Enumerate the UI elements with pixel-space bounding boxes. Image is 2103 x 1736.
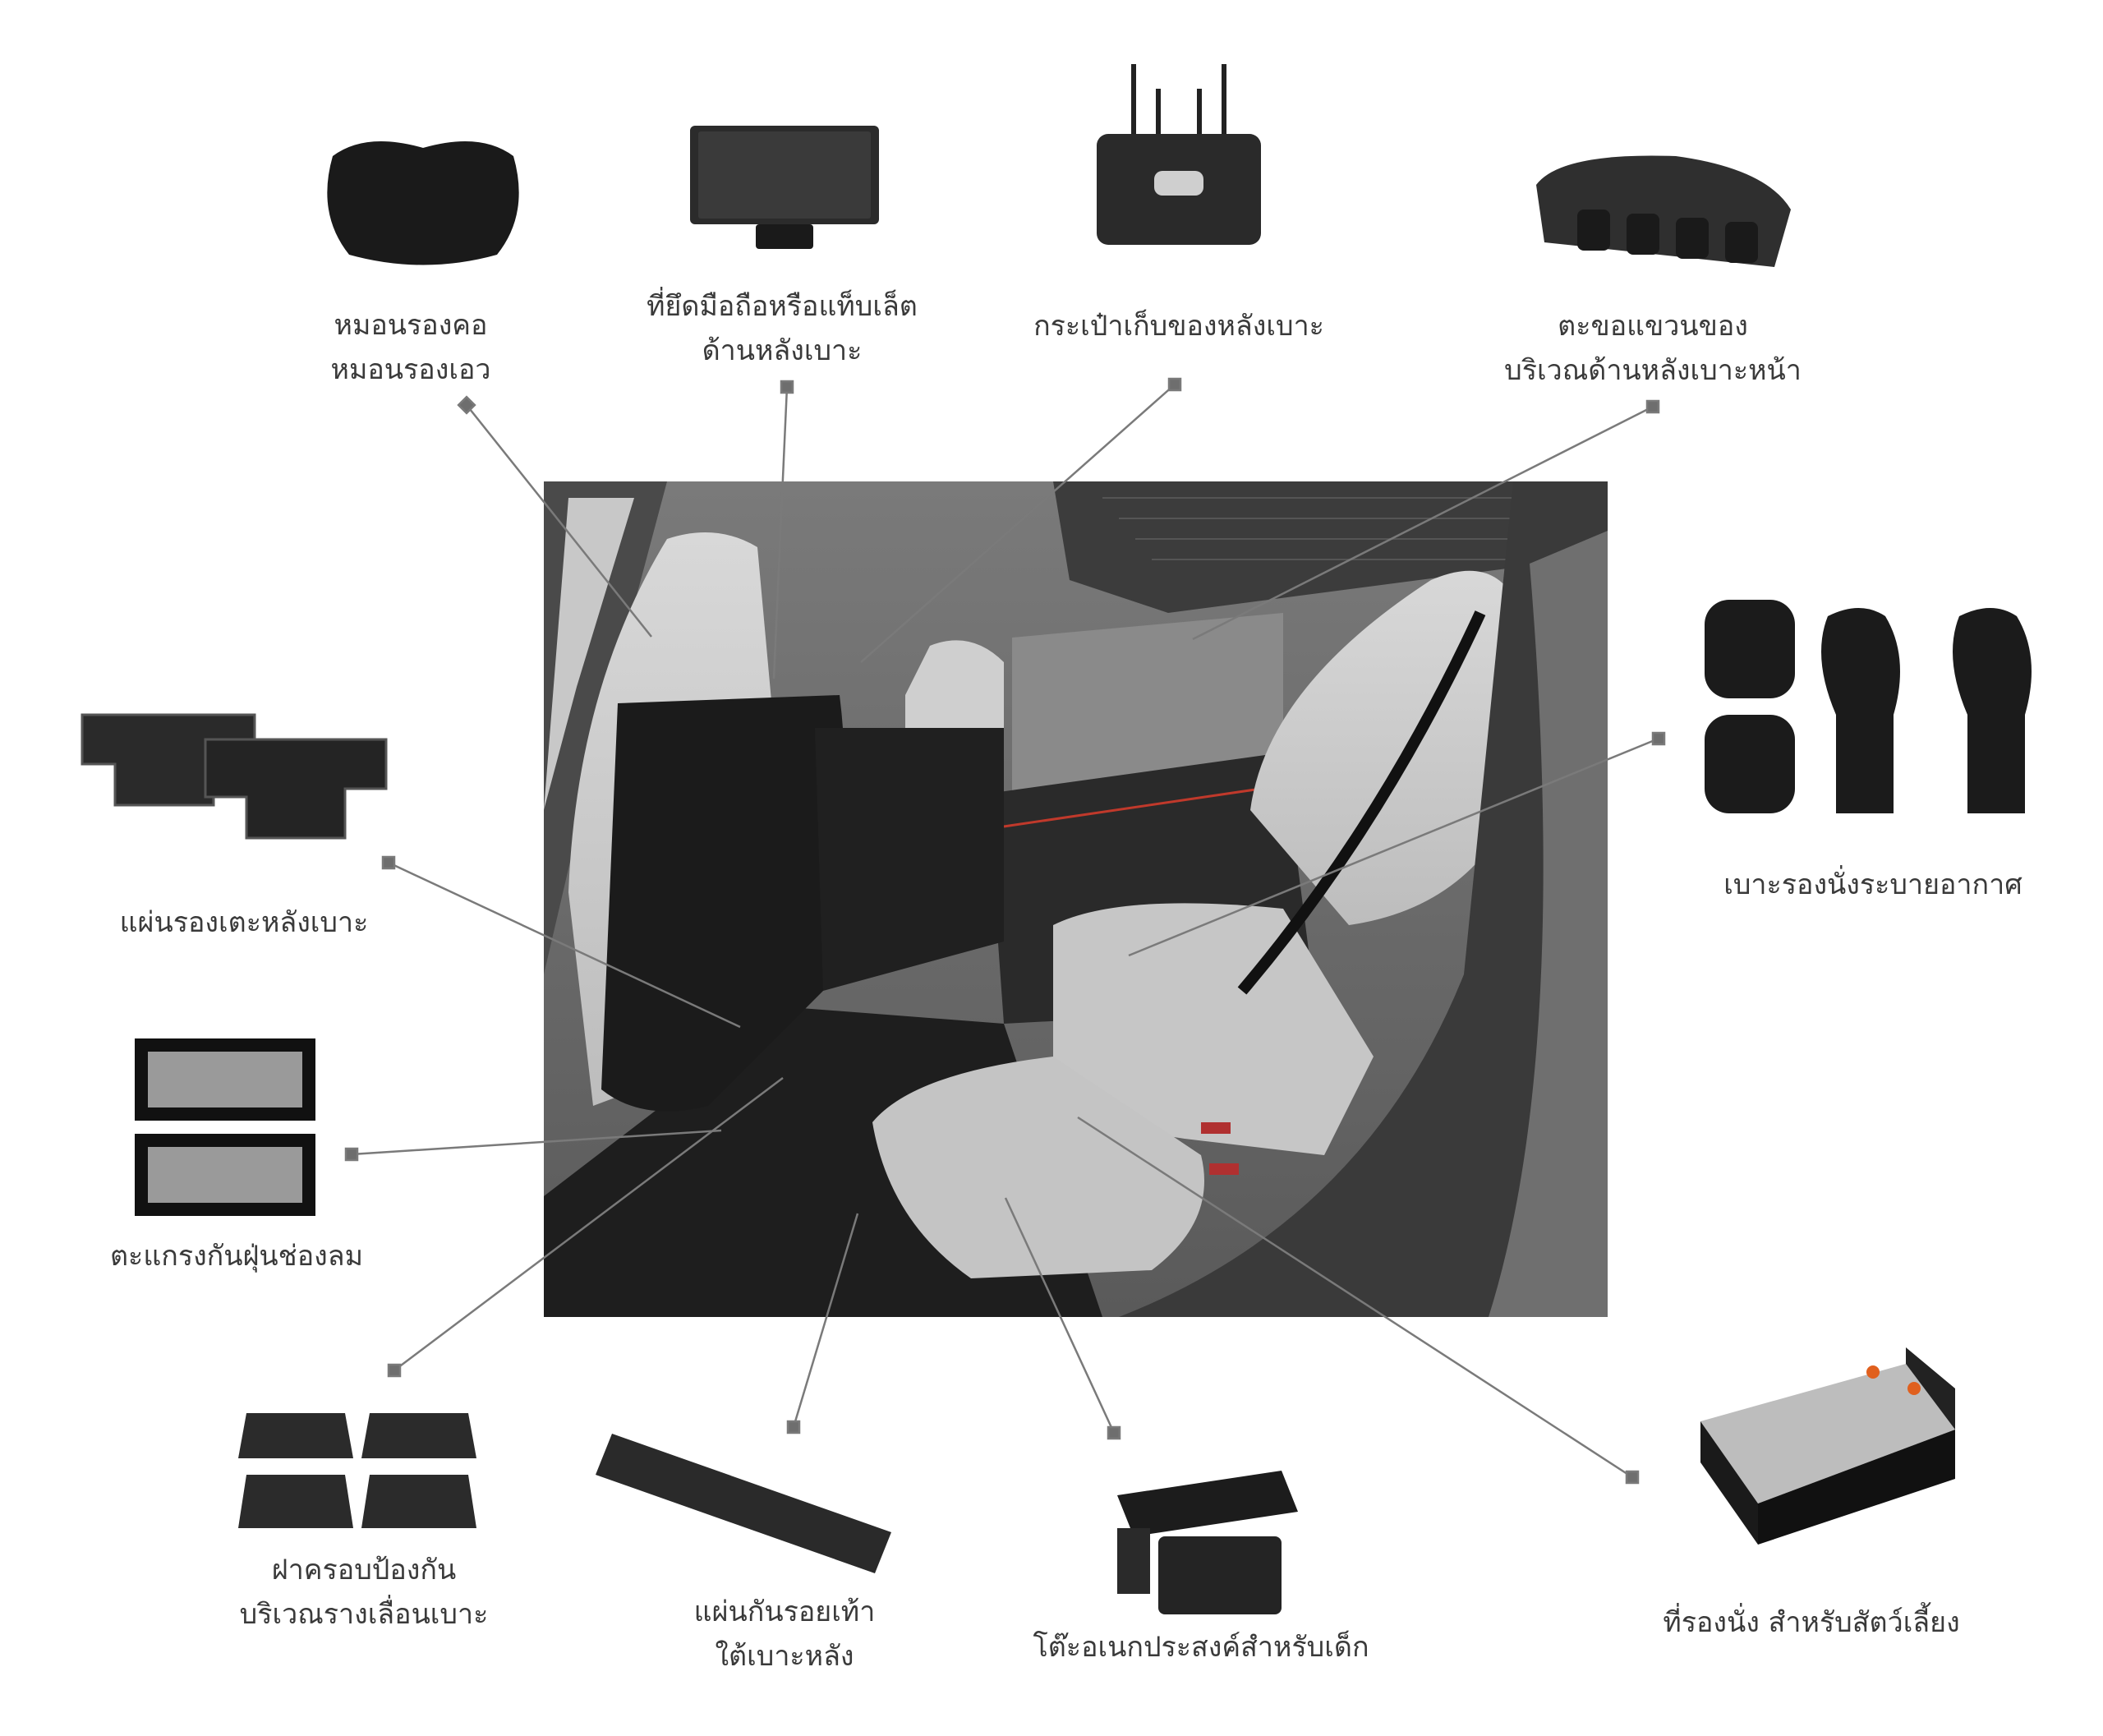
car-interior-photo bbox=[544, 481, 1608, 1317]
label-footguard: แผ่นกันรอยเท้าใต้เบาะหลัง bbox=[693, 1596, 876, 1673]
kick-mat-icon bbox=[81, 713, 388, 840]
label-hook: ตะขอแขวนของบริเวณด้านหลังเบาะหน้า bbox=[1504, 310, 1802, 387]
label-railcover: ฝาครอบป้องกันบริเวณรางเลื่อนเบาะ bbox=[239, 1554, 489, 1631]
foot-guard-strip-icon bbox=[596, 1434, 891, 1573]
label-pillow: หมอนรองคอหมอนรองเอว bbox=[330, 309, 491, 386]
vent-grille-icon bbox=[135, 1038, 315, 1216]
label-kickmat: แผ่นรองเตะหลังเบาะ bbox=[119, 906, 369, 939]
pillow-icon bbox=[327, 141, 519, 265]
label-petseat: ที่รองนั่ง สำหรับสัตว์เลี้ยง bbox=[1663, 1606, 1960, 1639]
kids-tray-table-icon bbox=[1117, 1471, 1298, 1614]
pet-seat-icon bbox=[1700, 1347, 1955, 1545]
tablet-holder-icon bbox=[690, 126, 879, 249]
hook-rack-icon bbox=[1536, 155, 1791, 267]
label-holder: ที่ยึดมือถือหรือแท็บเล็ตด้านหลังเบาะ bbox=[647, 290, 918, 367]
label-bag: กระเป๋าเก็บของหลังเบาะ bbox=[1033, 310, 1324, 343]
ventilated-cushion-icon bbox=[1705, 600, 2032, 813]
label-table: โต๊ะอเนกประสงค์สำหรับเด็ก bbox=[1033, 1631, 1369, 1664]
label-grille: ตะแกรงกันฝุ่นช่องลม bbox=[109, 1240, 364, 1273]
label-ventcushion: เบาะรองนั่งระบายอากาศ bbox=[1723, 868, 2022, 901]
seatback-organizer-icon bbox=[1097, 64, 1261, 245]
rail-cover-icon bbox=[238, 1413, 476, 1528]
